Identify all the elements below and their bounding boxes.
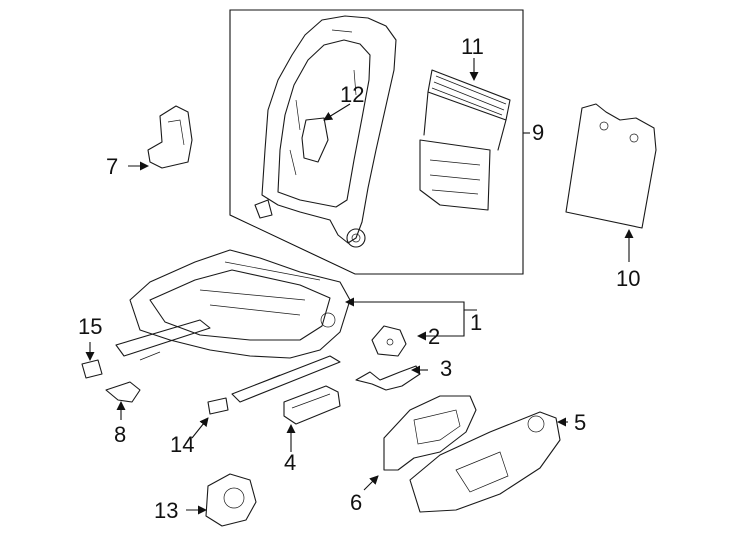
callout-3: 3 bbox=[440, 356, 452, 381]
side-shield-part-5[interactable] bbox=[409, 411, 561, 513]
bracket-part-2[interactable] bbox=[371, 325, 407, 357]
callout-12: 12 bbox=[340, 82, 364, 107]
clip-part-15[interactable] bbox=[81, 359, 103, 379]
clip-part-14[interactable] bbox=[207, 397, 229, 415]
callout-13: 13 bbox=[154, 498, 178, 523]
callout-4: 4 bbox=[284, 450, 296, 475]
callout-6: 6 bbox=[350, 490, 362, 515]
callout-7: 7 bbox=[106, 154, 118, 179]
callout-8: 8 bbox=[114, 422, 126, 447]
seat-back-frame-part[interactable] bbox=[254, 15, 397, 248]
seat-cushion-frame-part[interactable] bbox=[115, 249, 351, 403]
side-trim-part-7[interactable] bbox=[147, 105, 193, 169]
seat-back-group-box bbox=[229, 9, 524, 275]
callout-9: 9 bbox=[532, 120, 544, 145]
callout-11: 11 bbox=[461, 34, 484, 59]
foot-cover-part-8[interactable] bbox=[105, 381, 141, 403]
shield-frame-part-6[interactable] bbox=[383, 395, 477, 471]
callout-1: 1 bbox=[470, 310, 482, 335]
callout-15: 15 bbox=[78, 314, 102, 339]
callout-10: 10 bbox=[616, 266, 640, 291]
lumbar-support-mat-part[interactable] bbox=[419, 69, 511, 211]
callout-14: 14 bbox=[170, 432, 194, 457]
motor-part-13[interactable] bbox=[205, 473, 257, 527]
cover-part-4[interactable] bbox=[283, 385, 341, 425]
back-panel-part[interactable] bbox=[565, 103, 657, 229]
callout-5: 5 bbox=[574, 410, 586, 435]
callout-2: 2 bbox=[428, 324, 440, 349]
bracket-part-3[interactable] bbox=[355, 365, 421, 391]
